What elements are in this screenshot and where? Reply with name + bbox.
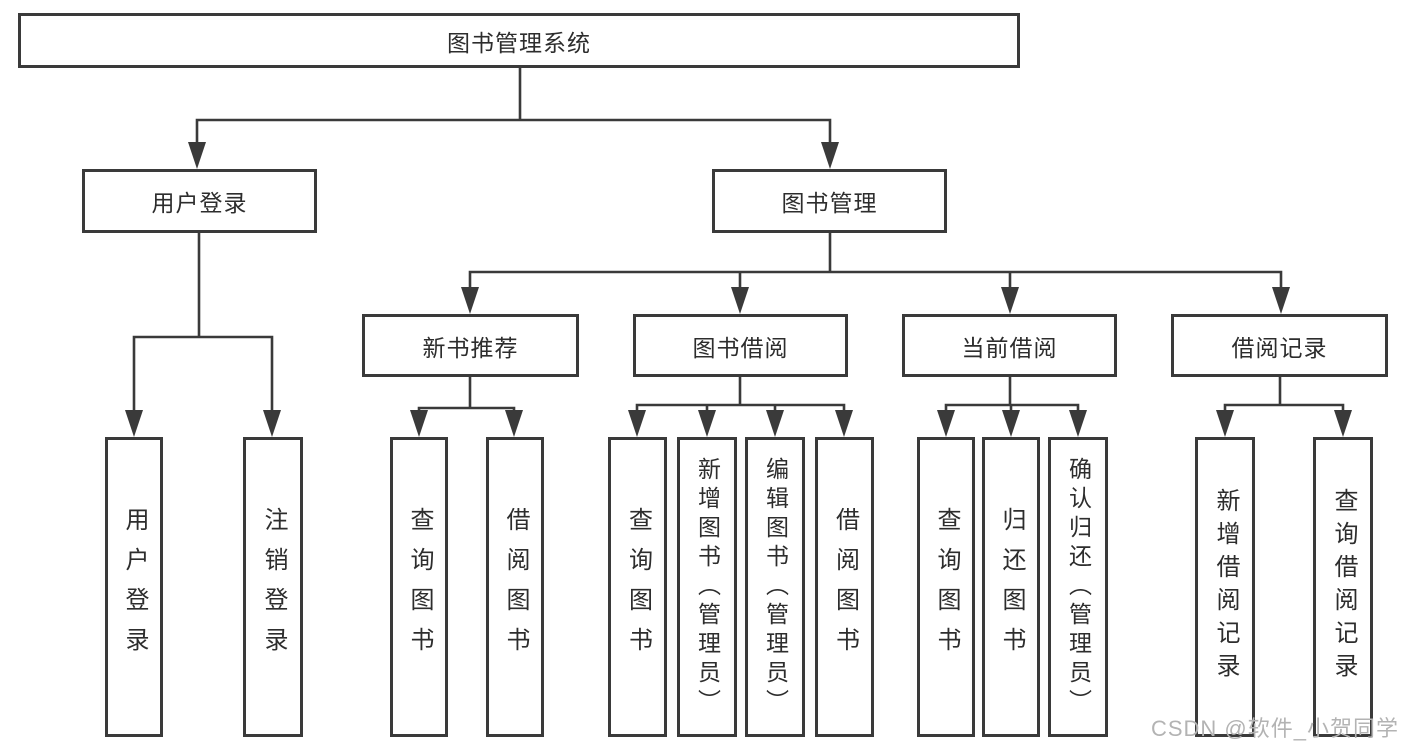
leaf-logout: 注销登录 [243,437,303,737]
node-new-book-recommend-label: 新书推荐 [422,334,519,361]
node-current-borrowing-label: 当前借阅 [961,334,1058,361]
arrow-down-icon [263,410,281,437]
node-borrowing-records-label: 借阅记录 [1231,334,1328,361]
connector-borrow-record-to-leaves [1223,375,1345,414]
arrow-down-icon [410,410,428,437]
node-current-borrowing: 当前借阅 [902,314,1117,377]
leaf-borrow-edit-books-admin: 编辑图书（管理员） [745,437,805,737]
node-book-management: 图书管理 [712,169,947,233]
connector-user-login-to-leaves [132,231,274,414]
arrow-down-icon [1216,410,1234,437]
arrow-down-icon [461,287,479,314]
arrow-down-icon [628,410,646,437]
leaf-logout-label: 注销登录 [260,507,287,667]
leaf-newbook-query-books: 查询图书 [390,437,448,737]
arrow-down-icon [125,410,143,437]
csdn-watermark: CSDN @软件_小贺同学 [1150,716,1399,741]
arrow-down-icon [1069,410,1087,437]
arrow-down-icon [731,287,749,314]
node-borrowing-records: 借阅记录 [1171,314,1388,377]
leaf-user-login: 用户登录 [105,437,163,737]
leaf-current-return-books: 归还图书 [982,437,1040,737]
arrow-down-icon [821,142,839,169]
leaf-current-confirm-return-admin: 确认归还（管理员） [1048,437,1108,737]
leaf-borrow-add-books-admin: 新增图书（管理员） [677,437,737,737]
arrow-down-icon [937,410,955,437]
connector-new-book-to-leaves [417,375,516,414]
node-user-login: 用户登录 [82,169,317,233]
leaf-current-query-books-label: 查询图书 [933,507,960,667]
arrow-down-icon [1002,410,1020,437]
leaf-record-add-borrow-record-label: 新增借阅记录 [1212,488,1239,686]
leaf-current-return-books-label: 归还图书 [998,507,1025,667]
leaf-current-confirm-return-admin-label: 确认归还（管理员） [1065,456,1092,718]
leaf-newbook-borrow-books-label: 借阅图书 [502,507,529,667]
leaf-borrow-query-books: 查询图书 [608,437,667,737]
arrow-down-icon [188,142,206,169]
node-book-borrowing-label: 图书借阅 [692,334,789,361]
leaf-record-query-borrow-record: 查询借阅记录 [1313,437,1373,737]
leaf-record-add-borrow-record: 新增借阅记录 [1195,437,1255,737]
connector-root-to-level2 [195,66,832,147]
leaf-borrow-borrow-books: 借阅图书 [815,437,874,737]
node-book-management-label: 图书管理 [781,190,878,216]
connector-book-borrow-to-leaves [635,375,846,414]
arrow-down-icon [835,410,853,437]
leaf-current-query-books: 查询图书 [917,437,975,737]
leaf-user-login-label: 用户登录 [121,507,148,667]
node-system-root-label: 图书管理系统 [447,29,591,56]
arrow-down-icon [766,410,784,437]
node-book-borrowing: 图书借阅 [633,314,848,377]
leaf-newbook-query-books-label: 查询图书 [406,507,433,667]
leaf-borrow-borrow-books-label: 借阅图书 [831,507,859,667]
leaf-borrow-edit-books-admin-label: 编辑图书（管理员） [762,456,789,718]
node-system-root: 图书管理系统 [18,13,1020,68]
leaf-borrow-add-books-admin-label: 新增图书（管理员） [694,456,721,718]
node-user-login-label: 用户登录 [151,190,248,216]
node-new-book-recommend: 新书推荐 [362,314,579,377]
leaf-record-query-borrow-record-label: 查询借阅记录 [1330,488,1357,686]
arrow-down-icon [1001,287,1019,314]
arrow-down-icon [1272,287,1290,314]
leaf-borrow-query-books-label: 查询图书 [624,507,652,667]
arrow-down-icon [698,410,716,437]
arrow-down-icon [1334,410,1352,437]
connector-current-borrow-to-leaves [944,375,1080,414]
leaf-newbook-borrow-books: 借阅图书 [486,437,544,737]
connector-book-mgmt-to-level3 [468,231,1283,292]
arrow-down-icon [505,410,523,437]
